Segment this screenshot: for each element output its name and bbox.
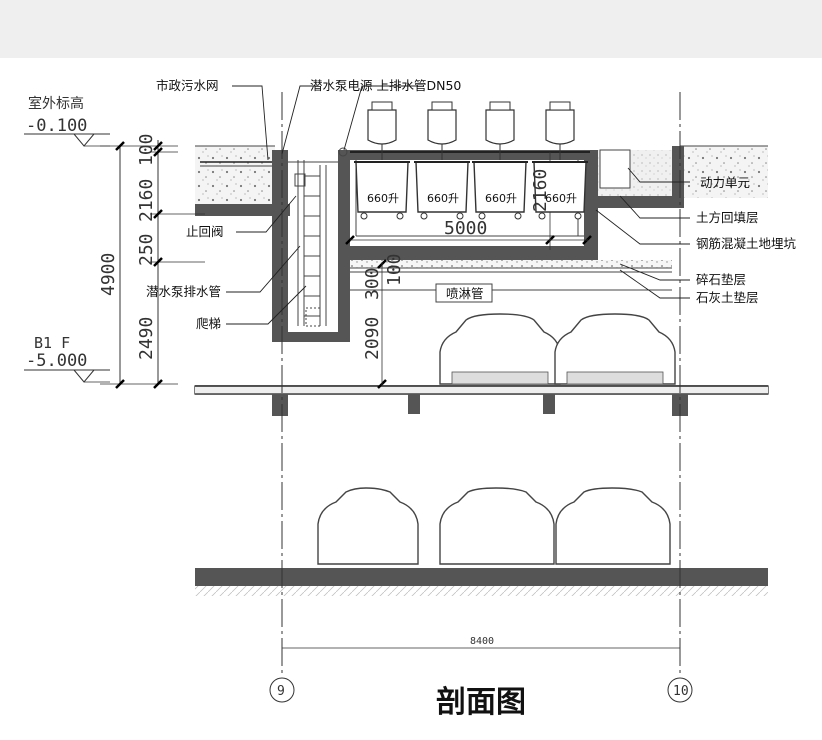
bin-wheel	[538, 212, 546, 220]
dim-100-top: 100	[136, 133, 157, 166]
bin-wheel	[456, 212, 464, 220]
label-pump-power-pipe: 潜水泵电源 上排水管DN50	[310, 78, 461, 93]
label-check-valve: 止回阀	[186, 224, 224, 239]
ladder-rungs	[304, 175, 320, 317]
check-valve-symbol	[294, 173, 306, 187]
backfill-area	[598, 149, 672, 196]
concrete-structure	[194, 146, 769, 596]
bin-4: 660升	[532, 101, 588, 220]
ground-soil	[195, 145, 768, 214]
bin-1: 660升	[354, 101, 410, 220]
bin-wheel	[360, 212, 368, 220]
bin-wheel	[574, 212, 582, 220]
bin-capacity-label: 660升	[367, 192, 399, 205]
leader-lines	[226, 85, 690, 325]
dim-2160-left: 2160	[136, 179, 157, 222]
bin-lift-cylinder	[485, 109, 515, 145]
label-power-unit: 动力单元	[700, 175, 750, 190]
bin-lift-cylinder	[427, 109, 457, 145]
dim-250: 250	[136, 233, 157, 266]
dim-300: 300	[362, 267, 383, 300]
dim-100-lower: 100	[384, 253, 405, 286]
label-lime-soil-layer: 石灰土垫层	[696, 290, 759, 305]
bin-wheel	[478, 212, 486, 220]
bin-capacity-label: 660升	[545, 192, 577, 205]
label-gravel-layer: 碎石垫层	[696, 272, 746, 287]
bin-row: 660升 660升 660升 660升	[354, 101, 588, 220]
bin-lift-cap	[431, 101, 453, 111]
grid-lines	[281, 92, 681, 676]
dimension-lines	[100, 140, 681, 654]
label-pump-drain-pipe: 潜水泵排水管	[146, 284, 221, 299]
dim-2490: 2490	[136, 317, 157, 360]
bin-3: 660升	[472, 101, 528, 220]
axis-bubbles	[269, 677, 693, 703]
dim-2160-right: 2160	[530, 169, 551, 212]
axis-label-9: 9	[277, 684, 285, 699]
bin-lift-cap	[549, 101, 571, 111]
pump-shaft	[200, 147, 348, 327]
cars-b1	[439, 313, 676, 385]
outdoor-level-title: 室外标高	[28, 95, 84, 112]
outdoor-level-value: -0.100	[26, 116, 87, 136]
bin-lift-cylinder	[367, 109, 397, 145]
cushion-layers	[350, 260, 672, 273]
label-spray-pipe: 喷淋管	[446, 286, 484, 301]
drawing-title: 剖面图	[436, 685, 526, 720]
bin-wheel	[514, 212, 522, 220]
label-backfill-layer: 土方回填层	[696, 210, 759, 225]
dim-8400: 8400	[470, 636, 494, 647]
b1-level-value: -5.000	[26, 351, 87, 371]
spray-pipe	[350, 283, 672, 303]
bin-capacity-label: 660升	[485, 192, 517, 205]
bin-wheel	[396, 212, 404, 220]
dim-total: 4900	[98, 253, 119, 296]
bin-lift-cylinder	[545, 109, 575, 145]
dim-2090: 2090	[362, 317, 383, 360]
label-concrete-pit: 钢筋混凝土地埋坑	[696, 236, 797, 251]
level-markers	[24, 133, 110, 383]
bin-lift-cap	[371, 101, 393, 111]
bin-lift-cap	[489, 101, 511, 111]
axis-label-10: 10	[673, 684, 689, 699]
cars-b2	[317, 487, 671, 565]
bin-2: 660升	[414, 101, 470, 220]
label-municipal-sewer: 市政污水网	[156, 78, 219, 93]
top-gray-band	[0, 0, 822, 58]
bin-capacity-label: 660升	[427, 192, 459, 205]
label-ladder: 爬梯	[196, 316, 221, 331]
dim-5000: 5000	[444, 218, 487, 239]
bin-wheel	[420, 212, 428, 220]
b1-level-title: B1 F	[34, 334, 70, 352]
